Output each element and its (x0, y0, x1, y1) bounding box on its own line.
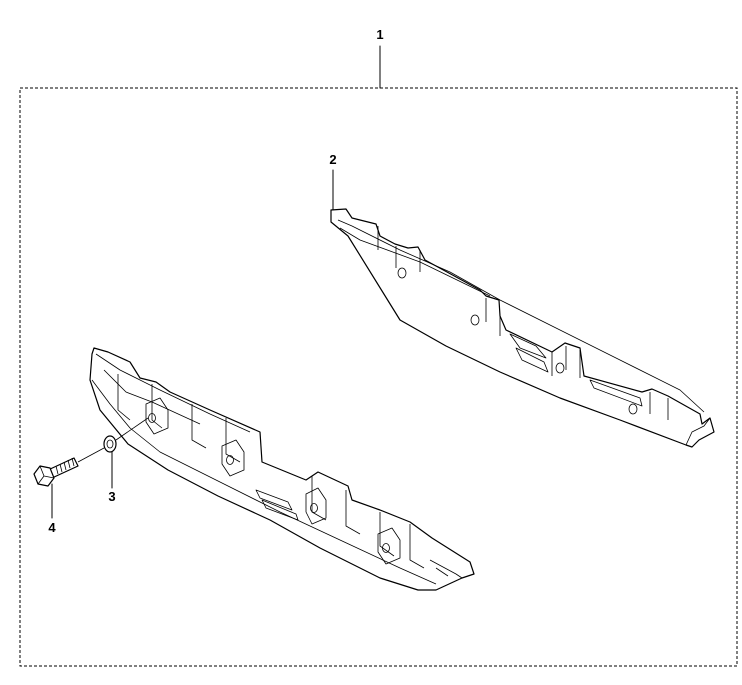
guide-rail-upper (330, 208, 715, 448)
callout-2: 2 (329, 152, 337, 211)
rail-upper-hole-3 (555, 362, 565, 374)
rail-lower-boss-4 (377, 527, 401, 565)
kit-boundary-frame (19, 87, 738, 667)
rail-lower-boss-2 (221, 439, 245, 477)
rail-upper-hole-2 (470, 314, 480, 326)
rail-upper-hole-4 (628, 403, 638, 415)
washer-inner (106, 439, 114, 449)
rail-lower-hole-4 (382, 543, 390, 553)
callout-3-label: 3 (108, 489, 115, 504)
rail-upper-hole-1 (397, 267, 407, 279)
guide-rail-lower (89, 347, 475, 591)
callout-3: 3 (108, 451, 116, 504)
callout-1-label: 1 (376, 27, 383, 42)
washer (103, 435, 117, 453)
bolt (33, 457, 79, 487)
callout-4: 4 (48, 483, 56, 535)
washer-outer (103, 435, 117, 453)
rail-lower-boss-1 (145, 397, 169, 435)
rail-lower-hole-2 (226, 455, 234, 465)
assembly-centerline-washer-boss (115, 417, 149, 441)
callout-4-label: 4 (48, 520, 56, 535)
assembly-centerline-bolt-washer (77, 447, 105, 463)
callout-1: 1 (376, 27, 384, 89)
callout-2-label: 2 (329, 152, 336, 167)
rail-lower-hole-3 (310, 503, 318, 513)
rail-lower-boss-3 (305, 487, 327, 525)
rail-lower-hole-1 (148, 413, 156, 423)
